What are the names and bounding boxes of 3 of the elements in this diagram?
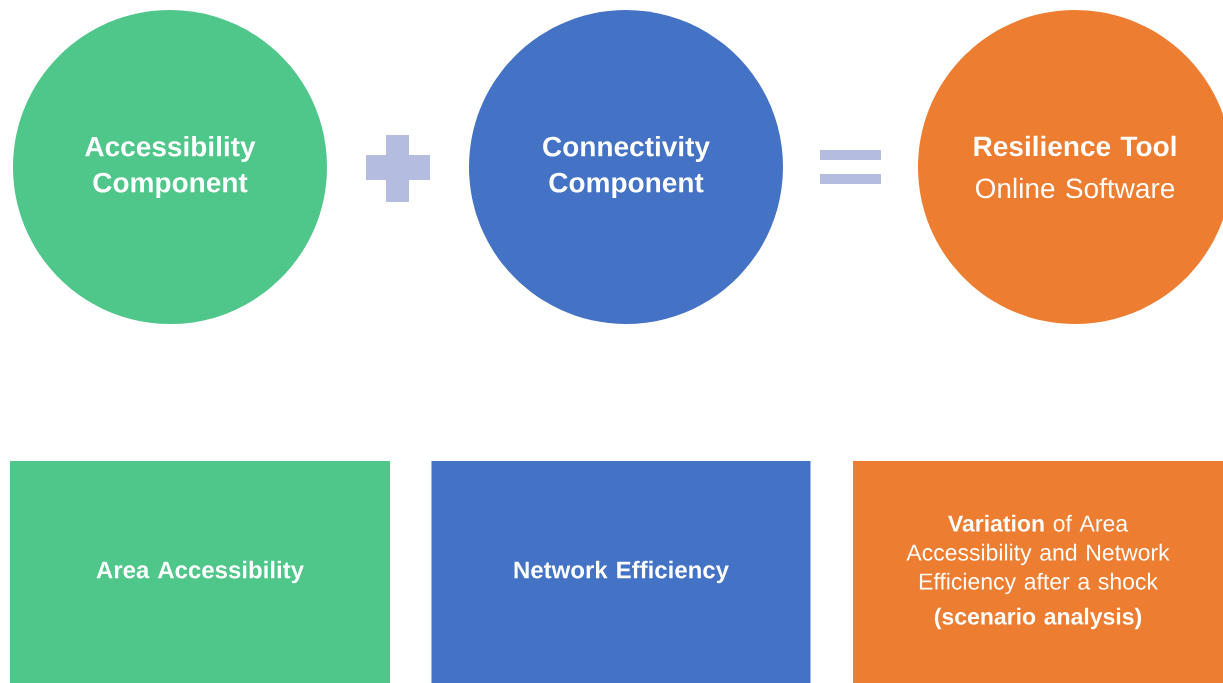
box: Variation of Area Accessibility and Network Efficiency after a shock (scenario analysis) [853, 461, 1223, 683]
box: Area Accessibility [10, 461, 390, 683]
box: Network Efficiency [431, 461, 811, 683]
